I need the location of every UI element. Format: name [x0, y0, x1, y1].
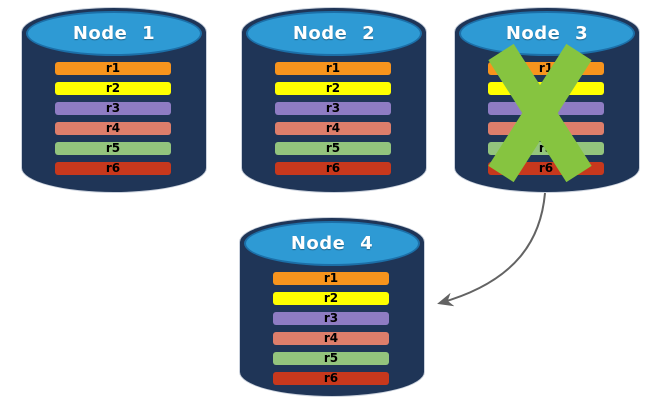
- record-bar-r4: r4: [275, 122, 391, 135]
- record-bar-r3: r3: [275, 102, 391, 115]
- node-2-cylinder: Node 2 r1 r2 r3 r4 r5 r6: [242, 8, 426, 192]
- node-3-cylinder-top: Node 3: [459, 11, 635, 56]
- record-bar-r5: r5: [55, 142, 171, 155]
- record-bar-r3: r3: [273, 312, 389, 325]
- record-bar-r1: r1: [55, 62, 171, 75]
- node-4-cylinder-top: Node 4: [244, 221, 420, 266]
- record-bar-r5: r5: [488, 142, 604, 155]
- record-bar-r1: r1: [275, 62, 391, 75]
- record-bar-r4: r4: [488, 122, 604, 135]
- record-bar-r1: r1: [488, 62, 604, 75]
- record-bar-r6: r6: [488, 162, 604, 175]
- record-bar-r6: r6: [55, 162, 171, 175]
- record-bar-r5: r5: [273, 352, 389, 365]
- node-3-label: Node 3: [505, 23, 589, 44]
- node-2-label: Node 2: [292, 23, 376, 44]
- record-bar-r3: r3: [488, 102, 604, 115]
- node-1-label: Node 1: [72, 23, 156, 44]
- record-bar-r2: r2: [55, 82, 171, 95]
- replication-arrow-path: [437, 192, 546, 307]
- record-bar-r5: r5: [275, 142, 391, 155]
- record-bar-r4: r4: [55, 122, 171, 135]
- node-1-cylinder: Node 1 r1 r2 r3 r4 r5 r6: [22, 8, 206, 192]
- node-3-cylinder: Node 3 r1 r2 r3 r4 r5 r6: [455, 8, 639, 192]
- record-bar-r3: r3: [55, 102, 171, 115]
- node-4-records: r1 r2 r3 r4 r5 r6: [273, 272, 389, 385]
- record-bar-r2: r2: [275, 82, 391, 95]
- node-4-label: Node 4: [290, 233, 374, 254]
- node-1-cylinder-top: Node 1: [26, 11, 202, 56]
- record-bar-r1: r1: [273, 272, 389, 285]
- record-bar-r2: r2: [488, 82, 604, 95]
- node-1-records: r1 r2 r3 r4 r5 r6: [55, 62, 171, 175]
- node-2-records: r1 r2 r3 r4 r5 r6: [275, 62, 391, 175]
- node-3-records: r1 r2 r3 r4 r5 r6: [488, 62, 604, 175]
- record-bar-r2: r2: [273, 292, 389, 305]
- record-bar-r6: r6: [275, 162, 391, 175]
- record-bar-r4: r4: [273, 332, 389, 345]
- node-4-cylinder: Node 4 r1 r2 r3 r4 r5 r6: [240, 218, 424, 396]
- node-2-cylinder-top: Node 2: [246, 11, 422, 56]
- record-bar-r6: r6: [273, 372, 389, 385]
